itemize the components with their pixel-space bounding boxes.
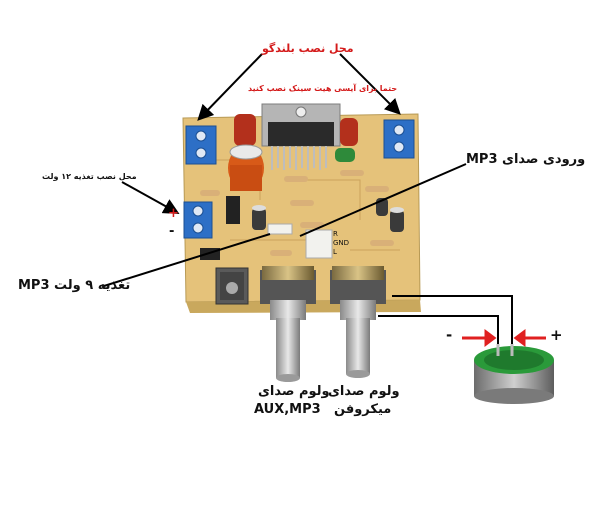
terminal-right-speaker xyxy=(383,119,415,159)
terminal-left-speaker xyxy=(185,125,217,165)
plus-sign: + xyxy=(168,206,179,221)
volume-aux-line2: AUX,MP3 xyxy=(254,402,321,417)
minus-sign: - xyxy=(169,224,175,239)
terminal-power-12v xyxy=(183,201,213,239)
microphone xyxy=(474,344,554,404)
jack-gnd-label: GND xyxy=(333,239,350,247)
mp3-input-label: ورودی صدای MP3 xyxy=(466,152,586,167)
mp3-supply-label: تغذیه ۹ ولت MP3 xyxy=(18,278,131,293)
pot-aux xyxy=(260,266,316,382)
mic-plus-label: + xyxy=(550,326,563,344)
supply-12v-label: محل نصب تغذیه ۱۲ ولت xyxy=(42,172,137,181)
jack-r-label: R xyxy=(333,230,338,238)
mic-minus-label: - xyxy=(446,326,453,344)
speaker-mount-label: محل نصب بلندگو xyxy=(262,42,354,55)
heatsink-note-label: حتما برای آیسی هیت سینک نصب کنید xyxy=(248,84,398,93)
volume-mic-line2: میکروفن xyxy=(334,402,392,417)
volume-mic-line1: ولوم صدای xyxy=(328,384,400,399)
pot-mic xyxy=(330,266,386,378)
jack-l-label: L xyxy=(333,248,337,256)
volume-aux-line1: ولوم صدای xyxy=(258,384,330,399)
